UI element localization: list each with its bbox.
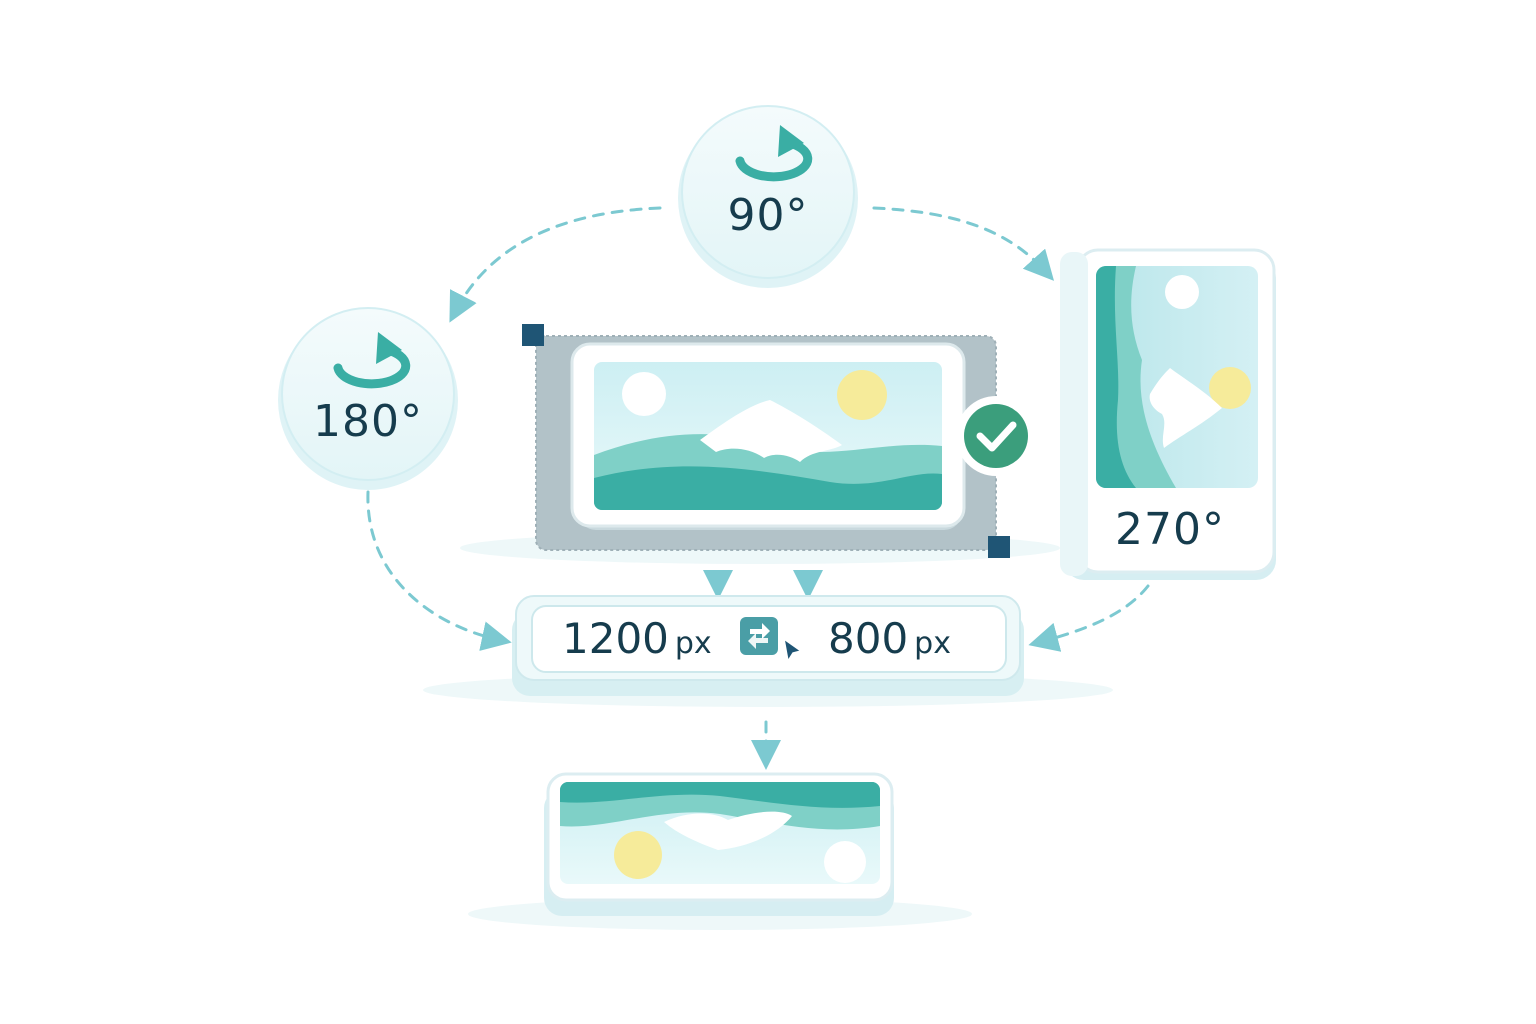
- sun-shape: [614, 831, 662, 879]
- sun-shape: [1209, 367, 1251, 409]
- rotate-180-label: 180°: [313, 396, 423, 447]
- checkmark-icon: [956, 396, 1036, 476]
- cursor-icon: [782, 637, 803, 664]
- height-unit: px: [914, 626, 951, 661]
- cloud-shape: [824, 841, 866, 883]
- height-value: 800: [828, 614, 909, 663]
- arrow-270-to-dimensions: [1028, 584, 1150, 652]
- arrow-90-to-180: [449, 206, 662, 323]
- flipped-landscape-image: [560, 782, 880, 883]
- sun-shape: [837, 370, 887, 420]
- source-image-card[interactable]: [522, 324, 1010, 558]
- arrow-90-to-270: [872, 206, 1055, 281]
- result-image-card[interactable]: [544, 772, 894, 916]
- arrow-180-to-dimensions: [366, 490, 512, 651]
- snow-peak-shape: [1149, 368, 1222, 448]
- landscape-image: [594, 370, 942, 510]
- snow-peak-shape: [700, 400, 842, 462]
- rotate-90-label: 90°: [727, 190, 809, 241]
- rotate-clockwise-icon: [333, 332, 411, 389]
- snow-peak-shape: [664, 811, 792, 850]
- cloud-shape: [622, 372, 666, 416]
- swap-dimensions-icon[interactable]: [740, 617, 803, 664]
- rotate-270-card[interactable]: [1060, 248, 1276, 580]
- flow-arrows: [366, 206, 1150, 770]
- rotate-180-badge[interactable]: [278, 307, 458, 490]
- rotate-90-badge[interactable]: [678, 105, 858, 288]
- width-value: 1200: [562, 614, 669, 663]
- cloud-shape: [1165, 275, 1199, 309]
- portrait-landscape-image: [1096, 266, 1251, 488]
- rotate-270-label: 270°: [1115, 504, 1225, 555]
- width-unit: px: [674, 626, 712, 661]
- rotate-clockwise-icon: [735, 125, 813, 182]
- selection-handle-top-left[interactable]: [522, 324, 544, 346]
- selection-handle-bottom-right[interactable]: [988, 536, 1010, 558]
